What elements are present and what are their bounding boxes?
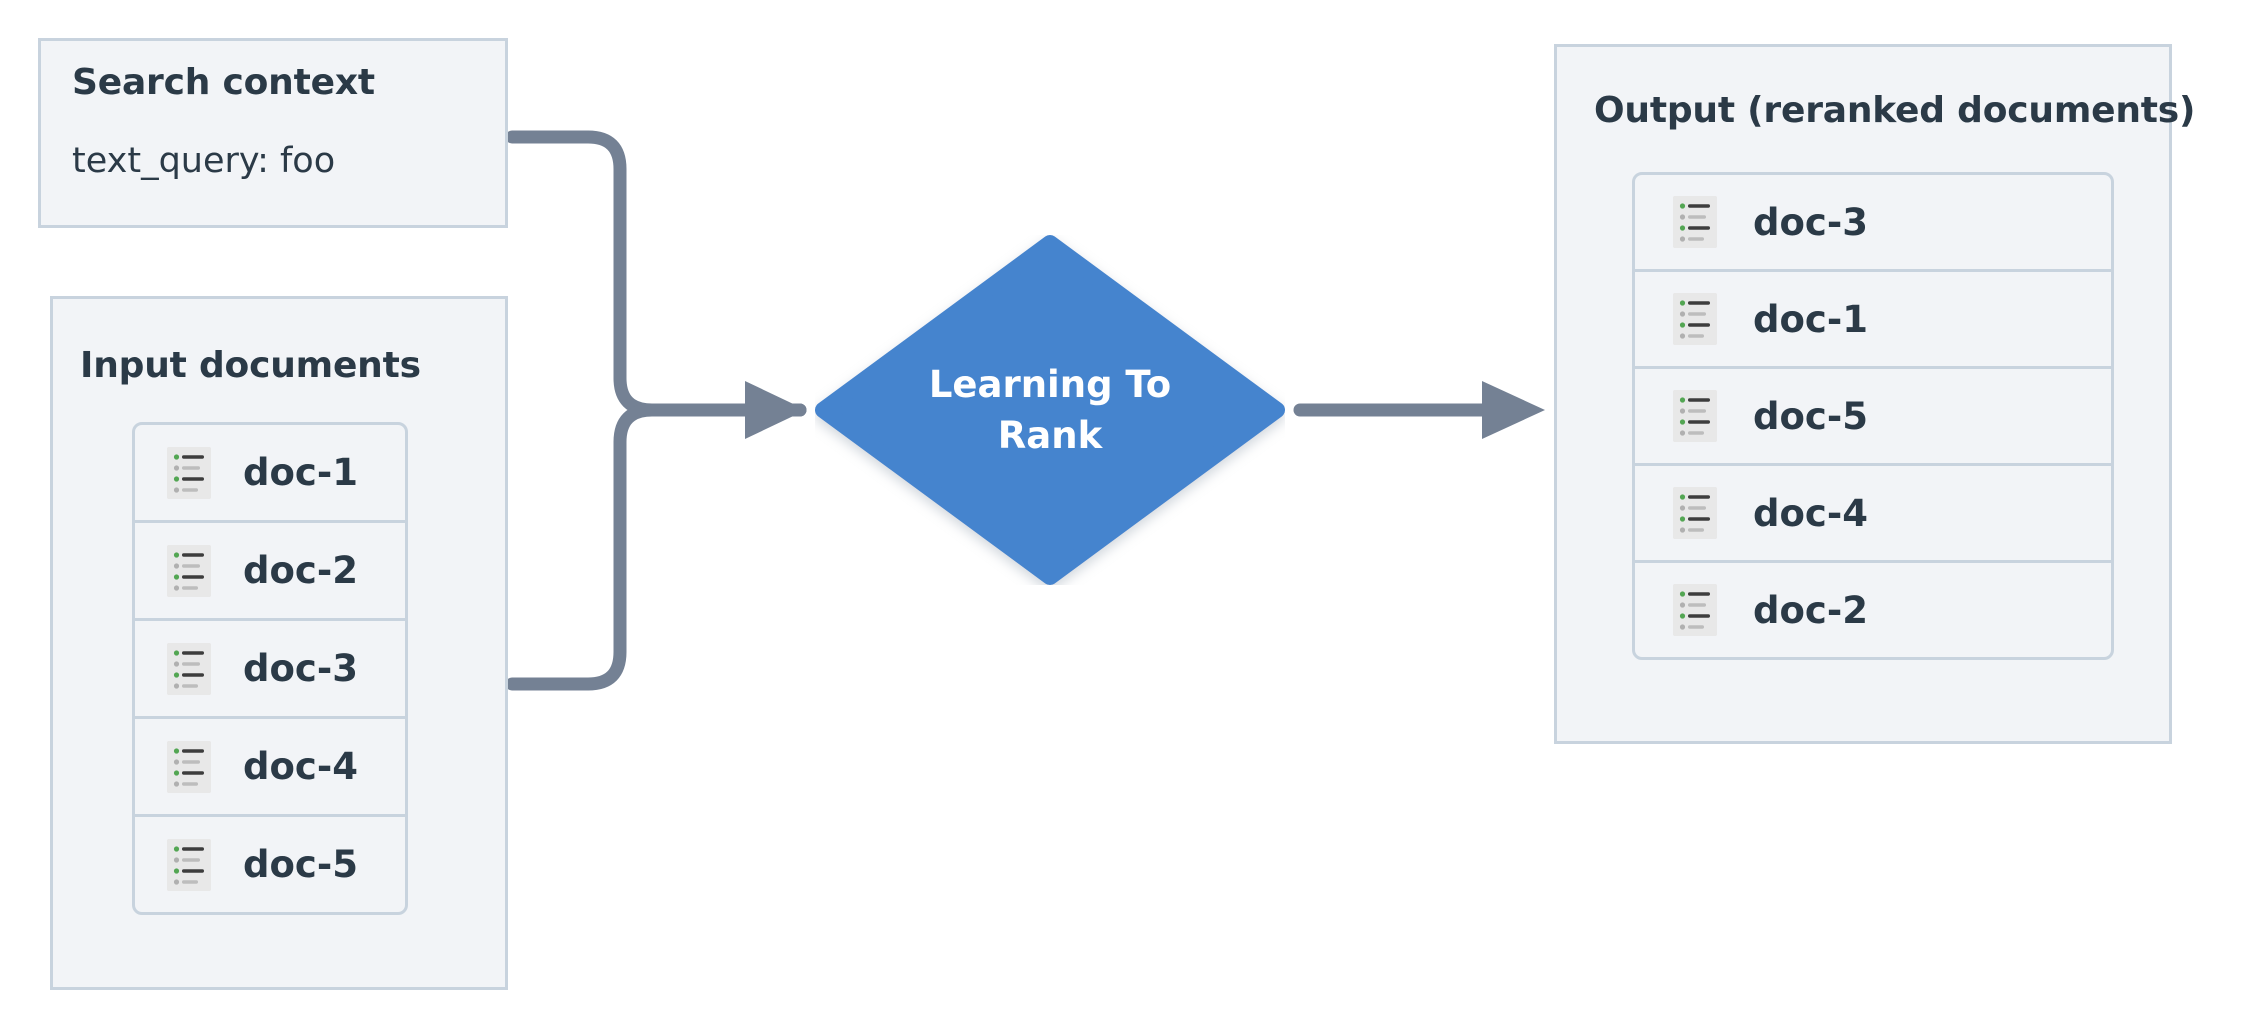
output-document-row[interactable]: doc-5 (1632, 366, 2114, 466)
document-list-icon (167, 642, 211, 695)
output-document-row[interactable]: doc-4 (1632, 463, 2114, 563)
arrowhead-into-output (1482, 381, 1545, 439)
document-list-icon (167, 446, 211, 499)
output-panel-title: Output (reranked documents) (1594, 90, 2196, 131)
learning-to-rank-node[interactable]: Learning To Rank (815, 235, 1285, 585)
document-list-icon (1673, 487, 1717, 539)
input-documents-list: doc-1 doc-2 doc-3 doc-4 doc-5 (132, 422, 408, 915)
output-document-label: doc-5 (1753, 394, 1868, 438)
connector-input-documents-to-ltr (505, 403, 807, 691)
output-document-label: doc-1 (1753, 297, 1868, 341)
document-list-icon (1673, 584, 1717, 636)
input-document-row[interactable]: doc-4 (132, 716, 408, 817)
input-document-row[interactable]: doc-2 (132, 520, 408, 621)
input-documents-title: Input documents (80, 345, 421, 386)
connector-search-context-to-ltr (505, 130, 807, 417)
document-list-icon (1673, 293, 1717, 345)
input-document-label: doc-2 (243, 549, 358, 592)
output-document-row[interactable]: doc-3 (1632, 172, 2114, 272)
input-document-row[interactable]: doc-1 (132, 422, 408, 523)
output-document-label: doc-4 (1753, 491, 1868, 535)
output-document-row[interactable]: doc-1 (1632, 269, 2114, 369)
input-document-label: doc-1 (243, 451, 358, 494)
output-documents-list: doc-3 doc-1 doc-5 doc-4 doc-2 (1632, 172, 2114, 660)
document-list-icon (1673, 196, 1717, 248)
arrowhead-into-ltr (745, 381, 806, 439)
output-document-row[interactable]: doc-2 (1632, 560, 2114, 660)
input-document-row[interactable]: doc-5 (132, 814, 408, 915)
input-document-label: doc-5 (243, 843, 358, 886)
search-context-query-text: text_query: foo (72, 141, 336, 181)
input-document-row[interactable]: doc-3 (132, 618, 408, 719)
output-document-label: doc-3 (1753, 200, 1868, 244)
output-document-label: doc-2 (1753, 588, 1868, 632)
input-document-label: doc-4 (243, 745, 358, 788)
document-list-icon (167, 544, 211, 597)
search-context-panel (38, 38, 508, 228)
document-list-icon (167, 740, 211, 793)
document-list-icon (167, 838, 211, 891)
search-context-title: Search context (72, 62, 375, 103)
input-document-label: doc-3 (243, 647, 358, 690)
document-list-icon (1673, 390, 1717, 442)
diamond-shape (815, 235, 1285, 585)
